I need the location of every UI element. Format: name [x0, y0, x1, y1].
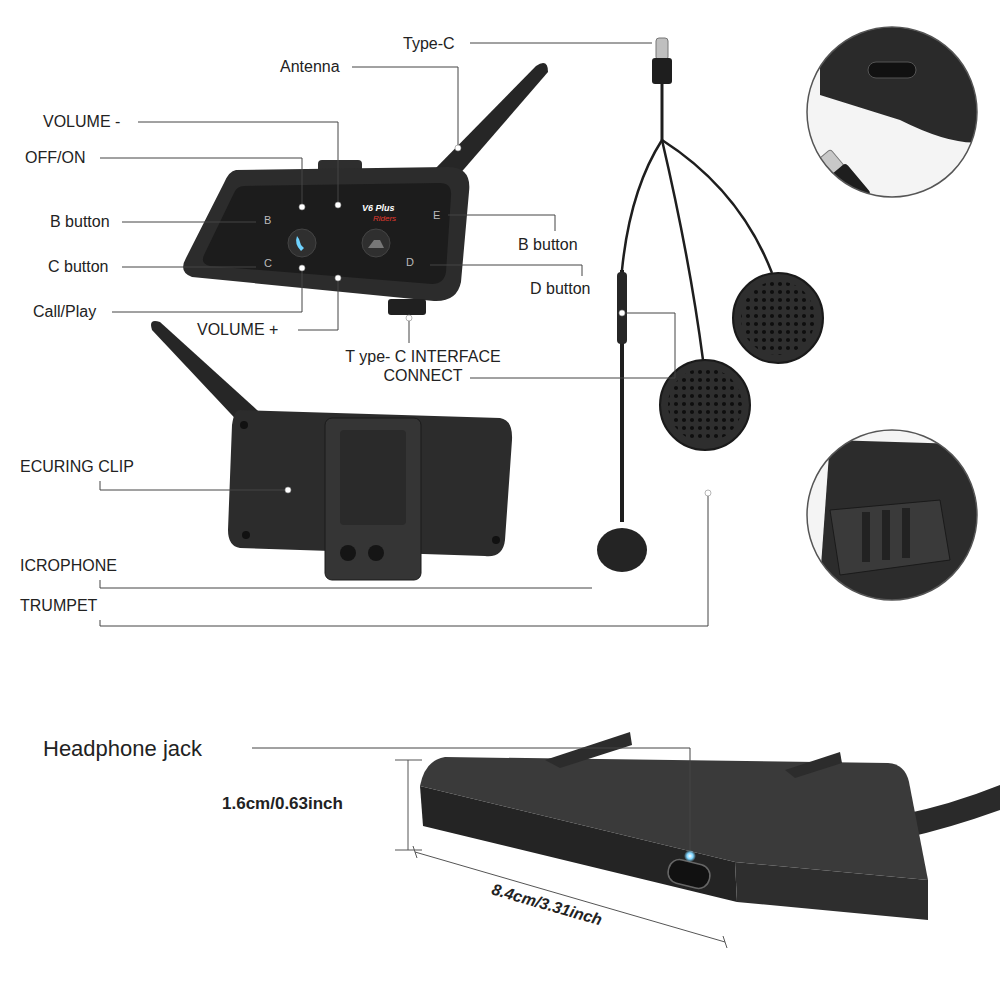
screw	[242, 531, 250, 539]
speaker	[733, 273, 823, 363]
cable	[662, 140, 703, 360]
device-front	[183, 167, 469, 301]
callout-label: ICROPHONE	[20, 556, 117, 575]
securing-clip	[830, 500, 950, 575]
button-panel	[203, 183, 451, 284]
callout-label: D button	[530, 279, 590, 298]
leader-lines	[100, 43, 708, 855]
clip-hole	[340, 545, 356, 561]
plug-body	[829, 163, 872, 208]
button-letter: B	[264, 214, 271, 227]
screw	[492, 536, 500, 544]
callout-label: B button	[518, 235, 578, 254]
callout-label: B button	[50, 212, 110, 231]
button-letter: E	[433, 209, 440, 222]
mount-tab	[785, 752, 842, 778]
device-edge	[820, 20, 990, 143]
speaker	[660, 360, 750, 450]
dimension-label: 8.4cm/3.31inch	[490, 880, 605, 930]
ride-button	[362, 229, 390, 257]
clip-plate	[340, 430, 406, 525]
callout-label: Call/Play	[33, 302, 96, 321]
screw	[240, 421, 248, 429]
rider-icon	[368, 240, 384, 248]
cable	[661, 84, 664, 140]
highlight-dot	[684, 850, 696, 862]
callout-label: Antenna	[280, 57, 340, 76]
device-side	[735, 862, 928, 920]
securing-clip	[325, 418, 421, 580]
type-c-plug	[656, 38, 668, 60]
cable	[622, 140, 662, 270]
speaker-grille	[741, 281, 815, 355]
inline-control	[617, 272, 627, 344]
button-letter: C	[264, 257, 272, 270]
dimension-label: 1.6cm/0.63inch	[222, 794, 343, 814]
mount-tab	[545, 732, 632, 768]
call-button	[288, 229, 316, 257]
brand-text: V6 Plus	[362, 203, 395, 214]
callout-label: OFF/ON	[25, 148, 85, 167]
dimension-line	[413, 846, 727, 948]
speaker-grille	[668, 368, 742, 442]
callout-label: TRUMPET	[20, 596, 97, 615]
callout-label: Type-C	[403, 34, 455, 53]
phone-icon	[296, 236, 304, 251]
dimension-line	[395, 760, 422, 850]
usb-port-housing	[388, 299, 426, 315]
cable	[859, 197, 902, 247]
brand-text: Riders	[373, 214, 396, 224]
antenna	[430, 63, 548, 176]
callout-label: C button	[48, 257, 108, 276]
headphone-jack	[666, 857, 713, 890]
inset-frame	[807, 27, 977, 197]
mic-foam	[597, 528, 647, 572]
button-letter: D	[406, 256, 414, 269]
device-front	[420, 786, 737, 902]
callout-label: VOLUME +	[197, 320, 278, 339]
callout-label: Headphone jack	[43, 736, 202, 762]
callout-label: ECURING CLIP	[20, 457, 134, 476]
callout-label: T ype- C INTERFACE CONNECT	[333, 347, 513, 385]
device-edge	[820, 440, 990, 600]
clip-hole	[368, 545, 384, 561]
plug-body	[652, 58, 672, 84]
inset-frame	[807, 430, 977, 600]
callout-dots	[285, 145, 711, 496]
cable	[662, 140, 772, 273]
callout-label: VOLUME -	[43, 112, 120, 131]
usb-port	[868, 62, 916, 78]
